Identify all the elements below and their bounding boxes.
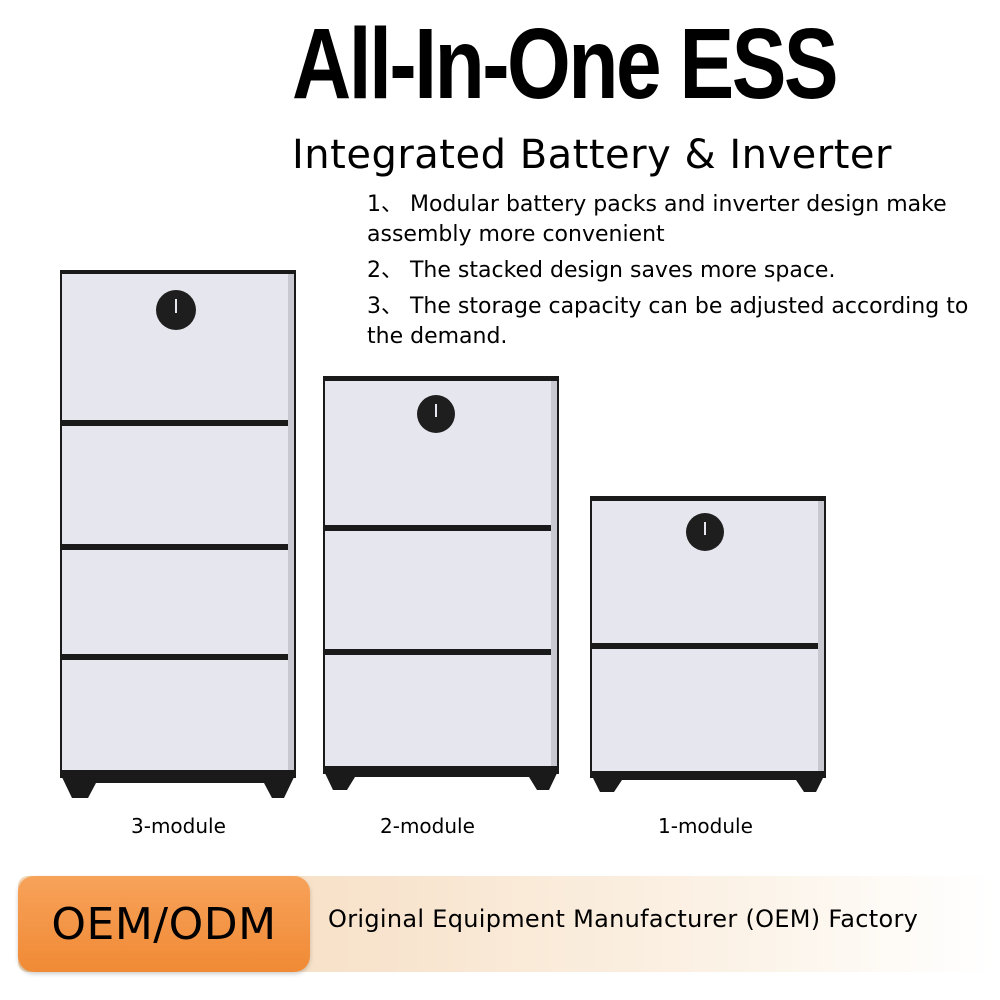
battery-module (592, 649, 818, 771)
cabinet-1-module-image (590, 496, 826, 792)
cabinet-2-module-image (323, 376, 559, 790)
product-3-module (60, 268, 296, 798)
cabinet-base (590, 772, 826, 792)
oem-badge-text: OEM/ODM (51, 898, 277, 950)
feature-list: 1、 Modular battery packs and inverter de… (367, 190, 987, 358)
power-button-icon (686, 513, 724, 551)
feature-item-2: 2、 The stacked design saves more space. (367, 258, 836, 283)
label-3-module: 3-module (131, 814, 226, 838)
label-1-module: 1-module (658, 814, 753, 838)
battery-module (62, 426, 288, 544)
cabinet-3-module-image (60, 270, 296, 798)
oem-banner-text: Original Equipment Manufacturer (OEM) Fa… (328, 905, 919, 933)
label-2-module: 2-module (380, 814, 475, 838)
power-button-icon (417, 395, 455, 433)
battery-module (62, 550, 288, 654)
page-title: All-In-One ESS (292, 8, 839, 120)
oem-badge (18, 876, 310, 972)
feature-item-1: 1、 Modular battery packs and inverter de… (367, 192, 947, 247)
cabinet-base (323, 769, 559, 790)
feature-item-3: 3、 The storage capacity can be adjusted … (367, 294, 969, 349)
power-button-icon (156, 290, 196, 330)
page-subtitle: Integrated Battery & Inverter (292, 132, 892, 178)
battery-module (325, 531, 551, 649)
battery-module (325, 655, 551, 766)
product-2-module (323, 374, 559, 790)
battery-module (62, 660, 288, 770)
product-1-module (590, 494, 826, 792)
cabinet-base (60, 773, 296, 798)
